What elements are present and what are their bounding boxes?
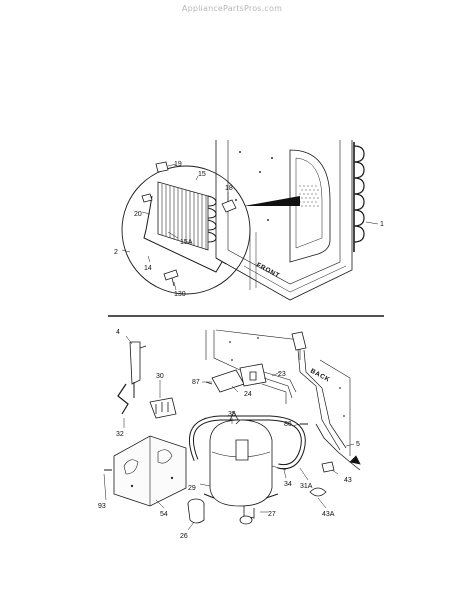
label-1: 1	[380, 221, 384, 228]
label-20: 20	[134, 211, 142, 218]
magnified-condenser-view	[121, 161, 251, 295]
label-35: 35	[228, 411, 236, 418]
label-93: 93	[98, 503, 106, 510]
label-31a: 31A	[300, 483, 313, 490]
label-27: 27	[268, 511, 276, 518]
label-43a: 43A	[322, 511, 335, 518]
upper-leaders	[121, 163, 229, 291]
label-23: 23	[278, 371, 286, 378]
compressor-compartment	[104, 329, 361, 525]
shaded-area	[299, 185, 319, 207]
watermark: AppliancePartsPros.com	[181, 4, 283, 13]
label-54: 54	[160, 511, 168, 518]
label-26: 26	[180, 533, 188, 540]
label-18: 18	[225, 185, 233, 192]
label-back: BACK	[309, 368, 331, 384]
label-front: FRONT	[255, 262, 281, 280]
label-14: 14	[144, 265, 152, 272]
label-30: 30	[156, 373, 164, 380]
condenser-coil-side	[353, 142, 379, 252]
lower-leaders	[103, 335, 355, 531]
label-5: 5	[356, 441, 360, 448]
cabinet-rear-view	[215, 140, 353, 301]
label-19: 19	[174, 161, 182, 168]
label-32: 32	[116, 431, 124, 438]
label-86: 86	[284, 421, 292, 428]
label-4: 4	[116, 329, 120, 336]
label-2: 2	[114, 249, 118, 256]
label-29: 29	[188, 485, 196, 492]
label-87: 87	[192, 379, 200, 386]
label-15a: 15A	[180, 239, 193, 246]
label-130: 130	[174, 291, 186, 298]
label-43: 43	[344, 477, 352, 484]
label-24: 24	[244, 391, 252, 398]
label-15: 15	[198, 171, 206, 178]
label-34: 34	[284, 481, 292, 488]
